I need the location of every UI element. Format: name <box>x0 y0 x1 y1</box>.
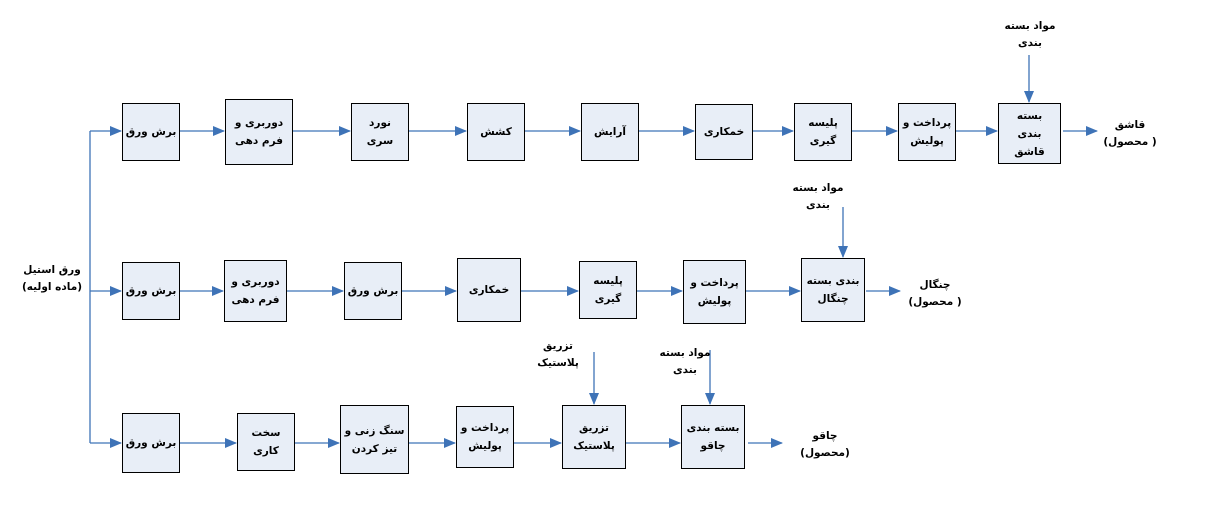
knife-step-3: سنگ زنی و تیز کردن <box>340 405 409 474</box>
knife-step-2: سخت کاری <box>237 413 295 471</box>
knife-step-6: بسته بندی چاقو <box>681 405 745 469</box>
knife-plastic-input-label: تزریق پلاستیک <box>537 340 579 369</box>
spoon-step-7: پلیسه گیری <box>794 103 852 161</box>
knife-step-4: پرداخت و پولیش <box>456 406 514 468</box>
fork-step-1: برش ورق <box>122 262 180 320</box>
knife-step-1: برش ورق <box>122 413 180 473</box>
knife-step-5: تزریق پلاستیک <box>562 405 626 469</box>
fork-packaging-input-label: مواد بسته بندی <box>792 182 844 211</box>
fork-step-6: پرداخت و پولیش <box>683 260 746 324</box>
knife-packaging-input-label: مواد بسته بندی <box>659 347 711 376</box>
fork-step-2: دوربری و فرم دهی <box>224 260 287 322</box>
fork-step-5: پلیسه گیری <box>579 261 637 319</box>
fork-output-label: چنگال ( محصول) <box>908 279 962 308</box>
spoon-step-8: پرداخت و پولیش <box>898 103 956 161</box>
raw-material-label: ورق استیل (ماده اولیه) <box>21 264 82 293</box>
spoon-step-6: خمکاری <box>695 104 753 160</box>
fork-step-4: خمکاری <box>457 258 521 322</box>
spoon-output-label: قاشق ( محصول) <box>1103 119 1157 148</box>
fork-step-7: بندی بسته چنگال <box>801 258 865 322</box>
spoon-packaging-input-label: مواد بسته بندی <box>1004 20 1056 49</box>
spoon-step-2: دوربری و فرم دهی <box>225 99 293 165</box>
spoon-step-4: کشش <box>467 103 525 161</box>
spoon-step-3: نورد سری <box>351 103 409 161</box>
spoon-step-9: بسته بندی قاشق <box>998 103 1061 164</box>
fork-step-3: برش ورق <box>344 262 402 320</box>
knife-output-label: چاقو (محصول) <box>800 430 850 459</box>
spoon-step-5: آرایش <box>581 103 639 161</box>
spoon-step-1: برش ورق <box>122 103 180 161</box>
